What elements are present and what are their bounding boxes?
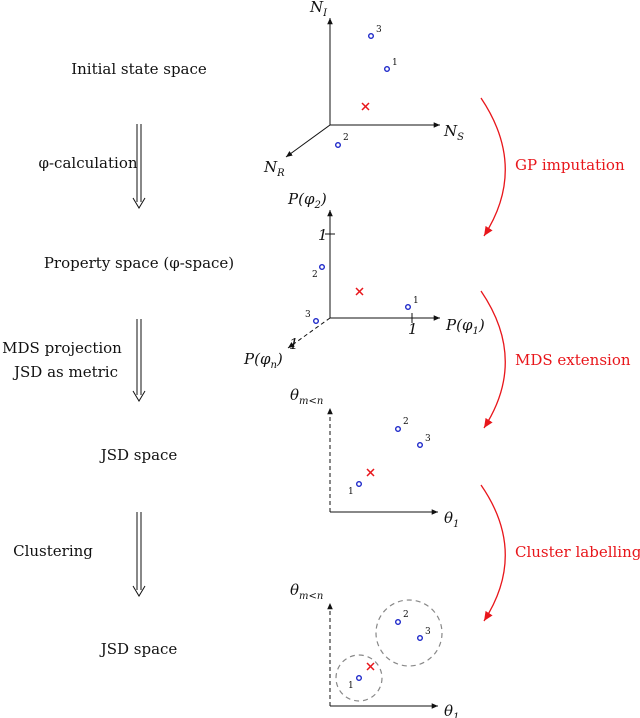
transition-arrow-3 [480,484,506,622]
data-point [405,304,412,311]
point-label: 2 [343,133,349,143]
data-point [395,426,402,433]
transition-mds-extension: MDS extension [515,351,631,369]
panel-initial-state: NI NS NR 3 1 2 [263,0,464,179]
stage-jsd-space-1: JSD space [99,446,178,464]
axis-label-p-phi1: P(φ1) [445,316,485,337]
unknown-point-cross [366,468,375,477]
point-label: 3 [425,434,431,444]
axis-label-ns: NS [443,122,464,143]
double-arrow-3 [132,512,146,597]
stage-jsd-as-metric: JSD as metric [12,363,118,381]
data-point [395,619,402,626]
stage-property-space: Property space (φ-space) [44,254,234,272]
tick-label-diag: 1 [289,335,299,353]
data-point [417,442,424,449]
data-point [368,33,375,40]
data-point [319,264,326,271]
point-label: 2 [312,270,318,280]
data-point [356,675,363,682]
axis-label-p-phi2: P(φ2) [287,190,327,211]
axis-label-nr: NR [263,158,285,179]
panel-jsd-space-2: θm<n θ1 2 3 1 [290,581,459,718]
data-point [313,318,320,325]
data-point [384,65,391,72]
data-point [335,141,342,148]
point-label: 2 [403,417,409,427]
unknown-point-cross [355,287,364,296]
stage-initial-state-space: Initial state space [71,60,207,78]
point-label: 1 [348,487,354,497]
stage-mds-projection: MDS projection [2,339,122,357]
axis-label-theta-mn: θm<n [290,581,323,602]
stage-clustering: Clustering [13,542,93,560]
stage-jsd-space-2: JSD space [99,640,178,658]
stage-phi-calculation: φ-calculation [38,154,137,172]
tick-label-right: 1 [408,320,418,338]
transition-arrow-2 [480,290,506,429]
panel-jsd-space-1: θm<n θ1 2 3 1 [290,386,459,530]
transition-gp-imputation: GP imputation [515,156,625,174]
cluster-circle [375,599,443,667]
axis-label-theta-mn: θm<n [290,386,323,407]
axis-label-theta1: θ1 [444,702,459,718]
axis-label-theta1: θ1 [444,509,459,530]
double-arrow-1 [132,124,146,209]
data-point [356,481,363,488]
transition-cluster-labelling: Cluster labelling [515,543,640,561]
unknown-point-cross [366,662,375,671]
point-label: 3 [305,310,311,320]
point-label: 1 [392,58,398,68]
axis-label-ni: NI [309,0,328,19]
point-label: 3 [425,627,431,637]
point-label: 1 [348,681,354,691]
transition-arrow-1 [480,97,506,237]
unknown-point-cross [361,102,370,111]
data-point [417,635,424,642]
axis-label-p-phin: P(φn) [243,350,283,371]
point-label: 1 [413,296,419,306]
double-arrow-2 [132,319,146,402]
tick-label-up: 1 [318,226,328,244]
cluster-circle [335,654,383,702]
point-label: 2 [403,610,409,620]
point-label: 3 [376,25,382,35]
panel-property-space: 1 1 1 P(φ2) P(φ1) P(φn) 2 1 3 [243,190,485,371]
